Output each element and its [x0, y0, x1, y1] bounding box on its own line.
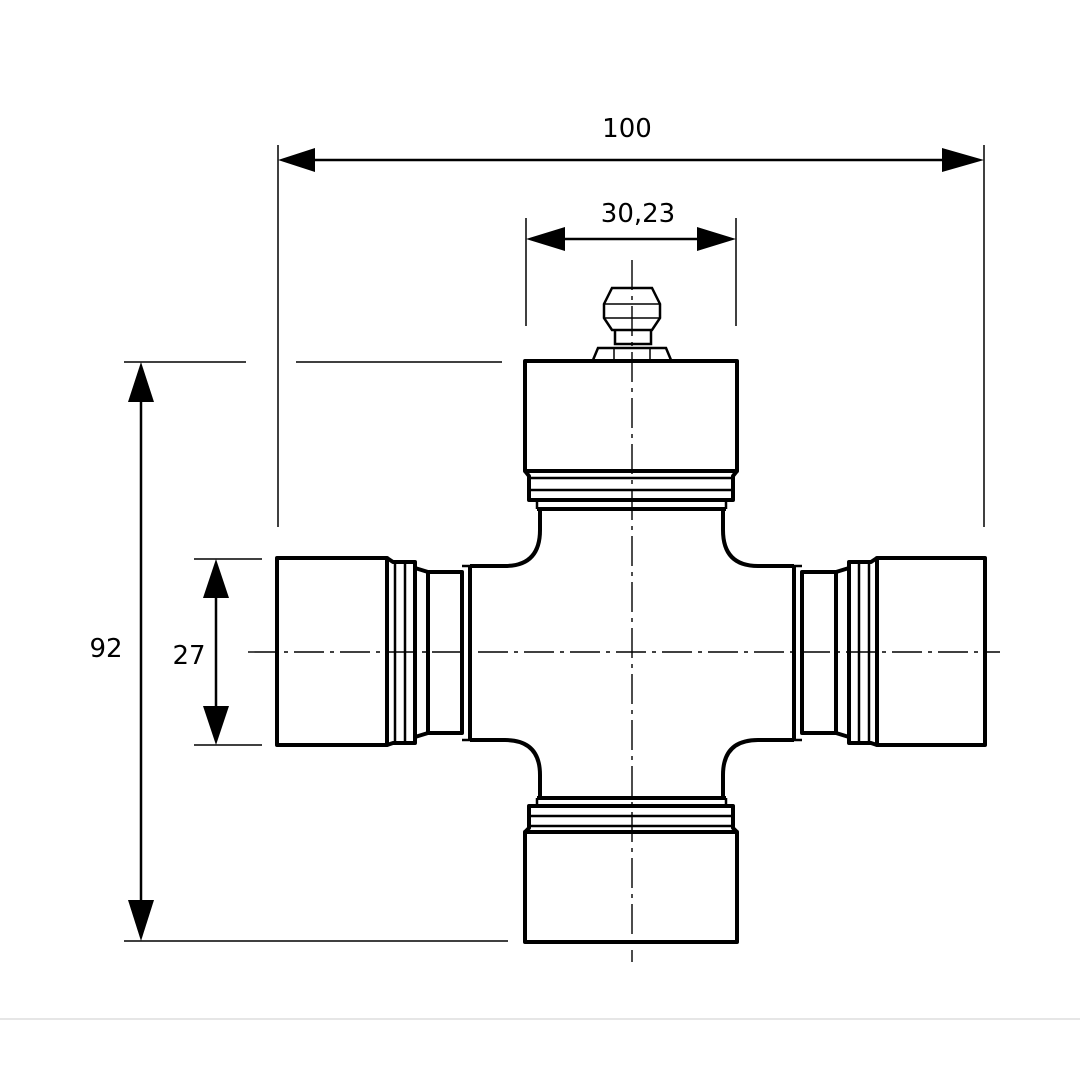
left-cap-collar [385, 556, 417, 747]
top-cap-collar [523, 469, 739, 502]
top-bearing-cap [523, 286, 739, 511]
cross-fillet-bottom-left [470, 738, 542, 798]
arrow-right [697, 227, 736, 251]
left-bearing-cap [275, 556, 472, 747]
cross-fillet-top-right [721, 509, 794, 568]
top-cap-body [523, 359, 739, 473]
dimension-cap-width: 27 [172, 558, 262, 746]
left-cap-body [275, 556, 389, 747]
overall-height-label: 92 [89, 634, 122, 664]
right-cap-step [834, 566, 850, 739]
cap-diameter-label: 30,23 [601, 199, 675, 229]
grease-nipple-hex [591, 346, 673, 361]
cross-body [470, 509, 794, 798]
overall-width-label: 100 [602, 114, 652, 144]
dimension-overall-width: 100 [277, 114, 985, 527]
arrow-bottom [128, 900, 154, 941]
bottom-bearing-cap [523, 796, 739, 944]
arrow-right [942, 148, 984, 172]
arrow-bottom [203, 706, 229, 745]
right-cap-body [875, 556, 987, 747]
bottom-cap-body [523, 830, 739, 944]
arrow-top [128, 362, 154, 402]
right-bearing-cap [792, 556, 987, 747]
dimension-cap-diameter: 30,23 [525, 199, 737, 326]
arrow-left [278, 148, 315, 172]
right-cap-collar [847, 556, 879, 747]
dimension-overall-height: 92 [89, 361, 508, 942]
cross-fillet-top-left [470, 509, 542, 568]
grease-nipple-neck [613, 330, 653, 346]
left-cap-neck [426, 570, 464, 735]
cross-fillet-bottom-right [721, 738, 794, 798]
arrow-left [526, 227, 565, 251]
bottom-cap-collar [523, 804, 739, 834]
arrow-top [203, 559, 229, 598]
cap-width-label: 27 [172, 641, 205, 671]
